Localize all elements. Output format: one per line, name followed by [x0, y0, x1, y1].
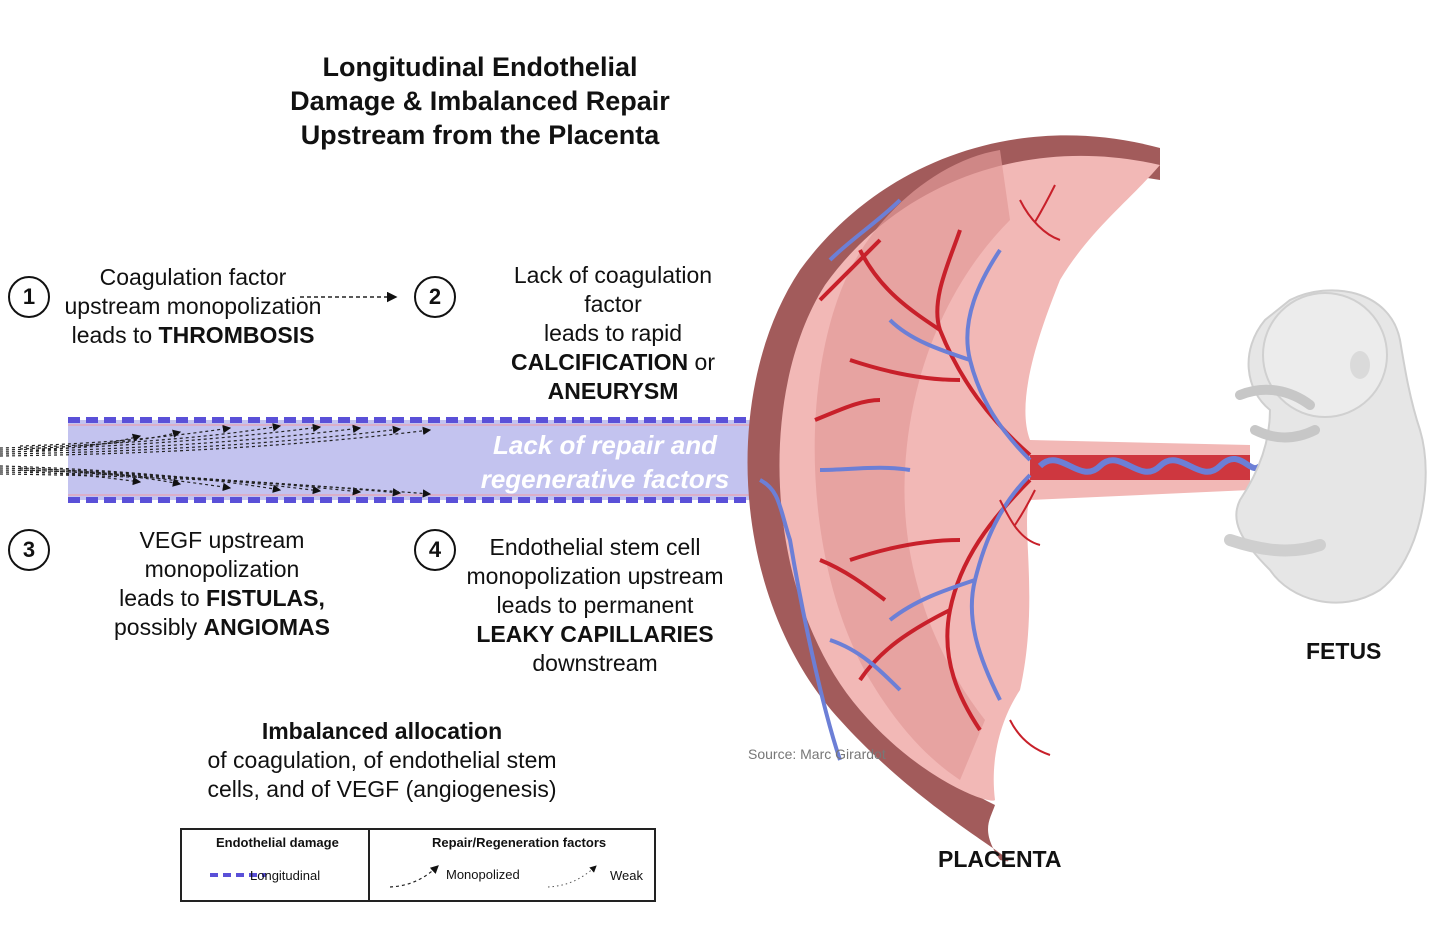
step-2-line-4: CALCIFICATION or	[470, 348, 756, 377]
step-4-line-2: monopolization upstream	[466, 563, 724, 589]
step-4-badge: 4	[414, 529, 456, 571]
step-3-line-3-pre: leads to	[119, 585, 207, 611]
legend-monopolized-swatch	[389, 865, 439, 888]
fetus-label: FETUS	[1306, 638, 1382, 664]
step-2-line-5: ANEURYSM	[470, 377, 756, 406]
step-3-line-4-pre: possibly	[114, 614, 204, 640]
step-1-badge: 1	[8, 276, 50, 318]
step-3-line-4: possibly ANGIOMAS	[86, 613, 358, 642]
step-3-bold-1: FISTULAS,	[206, 585, 325, 611]
step-4-text: Endothelial stem cell monopolization ups…	[440, 533, 750, 678]
step-4-bold: LEAKY CAPILLARIES	[476, 621, 714, 647]
step-1-bold: THROMBOSIS	[158, 322, 315, 348]
legend-divider	[368, 830, 370, 900]
step-3-bold-2: ANGIOMAS	[203, 614, 330, 640]
step-3-line-1: VEGF upstream	[139, 527, 305, 553]
legend-weak-swatch	[547, 865, 597, 888]
step-1-line-3-pre: leads to	[71, 322, 159, 348]
imbalance-line-1: of coagulation, of endothelial stem	[207, 747, 557, 773]
step-3-text: VEGF upstream monopolization leads to FI…	[86, 526, 358, 642]
step-1-line-1: Coagulation factor	[99, 264, 287, 290]
source-credit: Source: Marc Girardot	[748, 746, 886, 762]
placenta-illustration	[747, 135, 1263, 862]
step-3-line-2: monopolization	[144, 556, 300, 582]
title-line-3: Upstream from the Placenta	[300, 120, 660, 150]
imbalance-line-2: cells, and of VEGF (angiogenesis)	[207, 776, 557, 802]
step-4-line-3: leads to permanent	[496, 592, 694, 618]
legend-weak-label: Weak	[610, 868, 643, 883]
vessel-label: Lack of repair and regenerative factors	[440, 428, 770, 496]
monopolized-arrows-upper	[0, 423, 432, 457]
step-2-badge: 2	[414, 276, 456, 318]
step-2-text: Lack of coagulation factor leads to rapi…	[470, 261, 756, 406]
step-4-line-4: LEAKY CAPILLARIES	[440, 620, 750, 649]
vessel-label-line-1: Lack of repair and	[493, 430, 717, 460]
step-3-line-3: leads to FISTULAS,	[86, 584, 358, 613]
vessel-label-line-2: regenerative factors	[480, 464, 730, 494]
step-2-bold-2: ANEURYSM	[547, 378, 679, 404]
diagram-title: Longitudinal Endothelial Damage & Imbala…	[230, 50, 730, 152]
title-line-2: Damage & Imbalanced Repair	[290, 86, 670, 116]
monopolized-arrows-lower	[0, 465, 432, 498]
fetus-illustration	[1224, 289, 1427, 604]
step-4-line-1: Endothelial stem cell	[489, 534, 701, 560]
step-1-line-2: upstream monopolization	[64, 293, 322, 319]
step-2-line-2: factor	[584, 291, 642, 317]
legend-box: Endothelial damage Longitudinal Repair/R…	[180, 828, 656, 902]
legend-monopolized-label: Monopolized	[446, 867, 520, 882]
step-2-mid: or	[688, 349, 715, 375]
step-2-bold-1: CALCIFICATION	[510, 349, 689, 375]
legend-longitudinal-label: Longitudinal	[250, 868, 321, 883]
legend-damage-header: Endothelial damage	[216, 835, 339, 850]
legend-longitudinal-swatch	[210, 873, 266, 877]
step-1-text: Coagulation factor upstream monopolizati…	[40, 263, 346, 350]
legend-repair-header: Repair/Regeneration factors	[432, 835, 607, 850]
step-2-line-3: leads to rapid	[543, 320, 683, 346]
title-line-1: Longitudinal Endothelial	[322, 52, 638, 82]
step-4-line-5: downstream	[532, 650, 658, 676]
step-1-line-3: leads to THROMBOSIS	[40, 321, 346, 350]
step-2-line-1: Lack of coagulation	[513, 262, 713, 288]
imbalance-text: Imbalanced allocation of coagulation, of…	[170, 717, 594, 804]
vessel-tube	[68, 420, 768, 500]
step-3-badge: 3	[8, 529, 50, 571]
imbalance-heading: Imbalanced allocation	[261, 718, 503, 744]
placenta-label: PLACENTA	[938, 846, 1062, 872]
